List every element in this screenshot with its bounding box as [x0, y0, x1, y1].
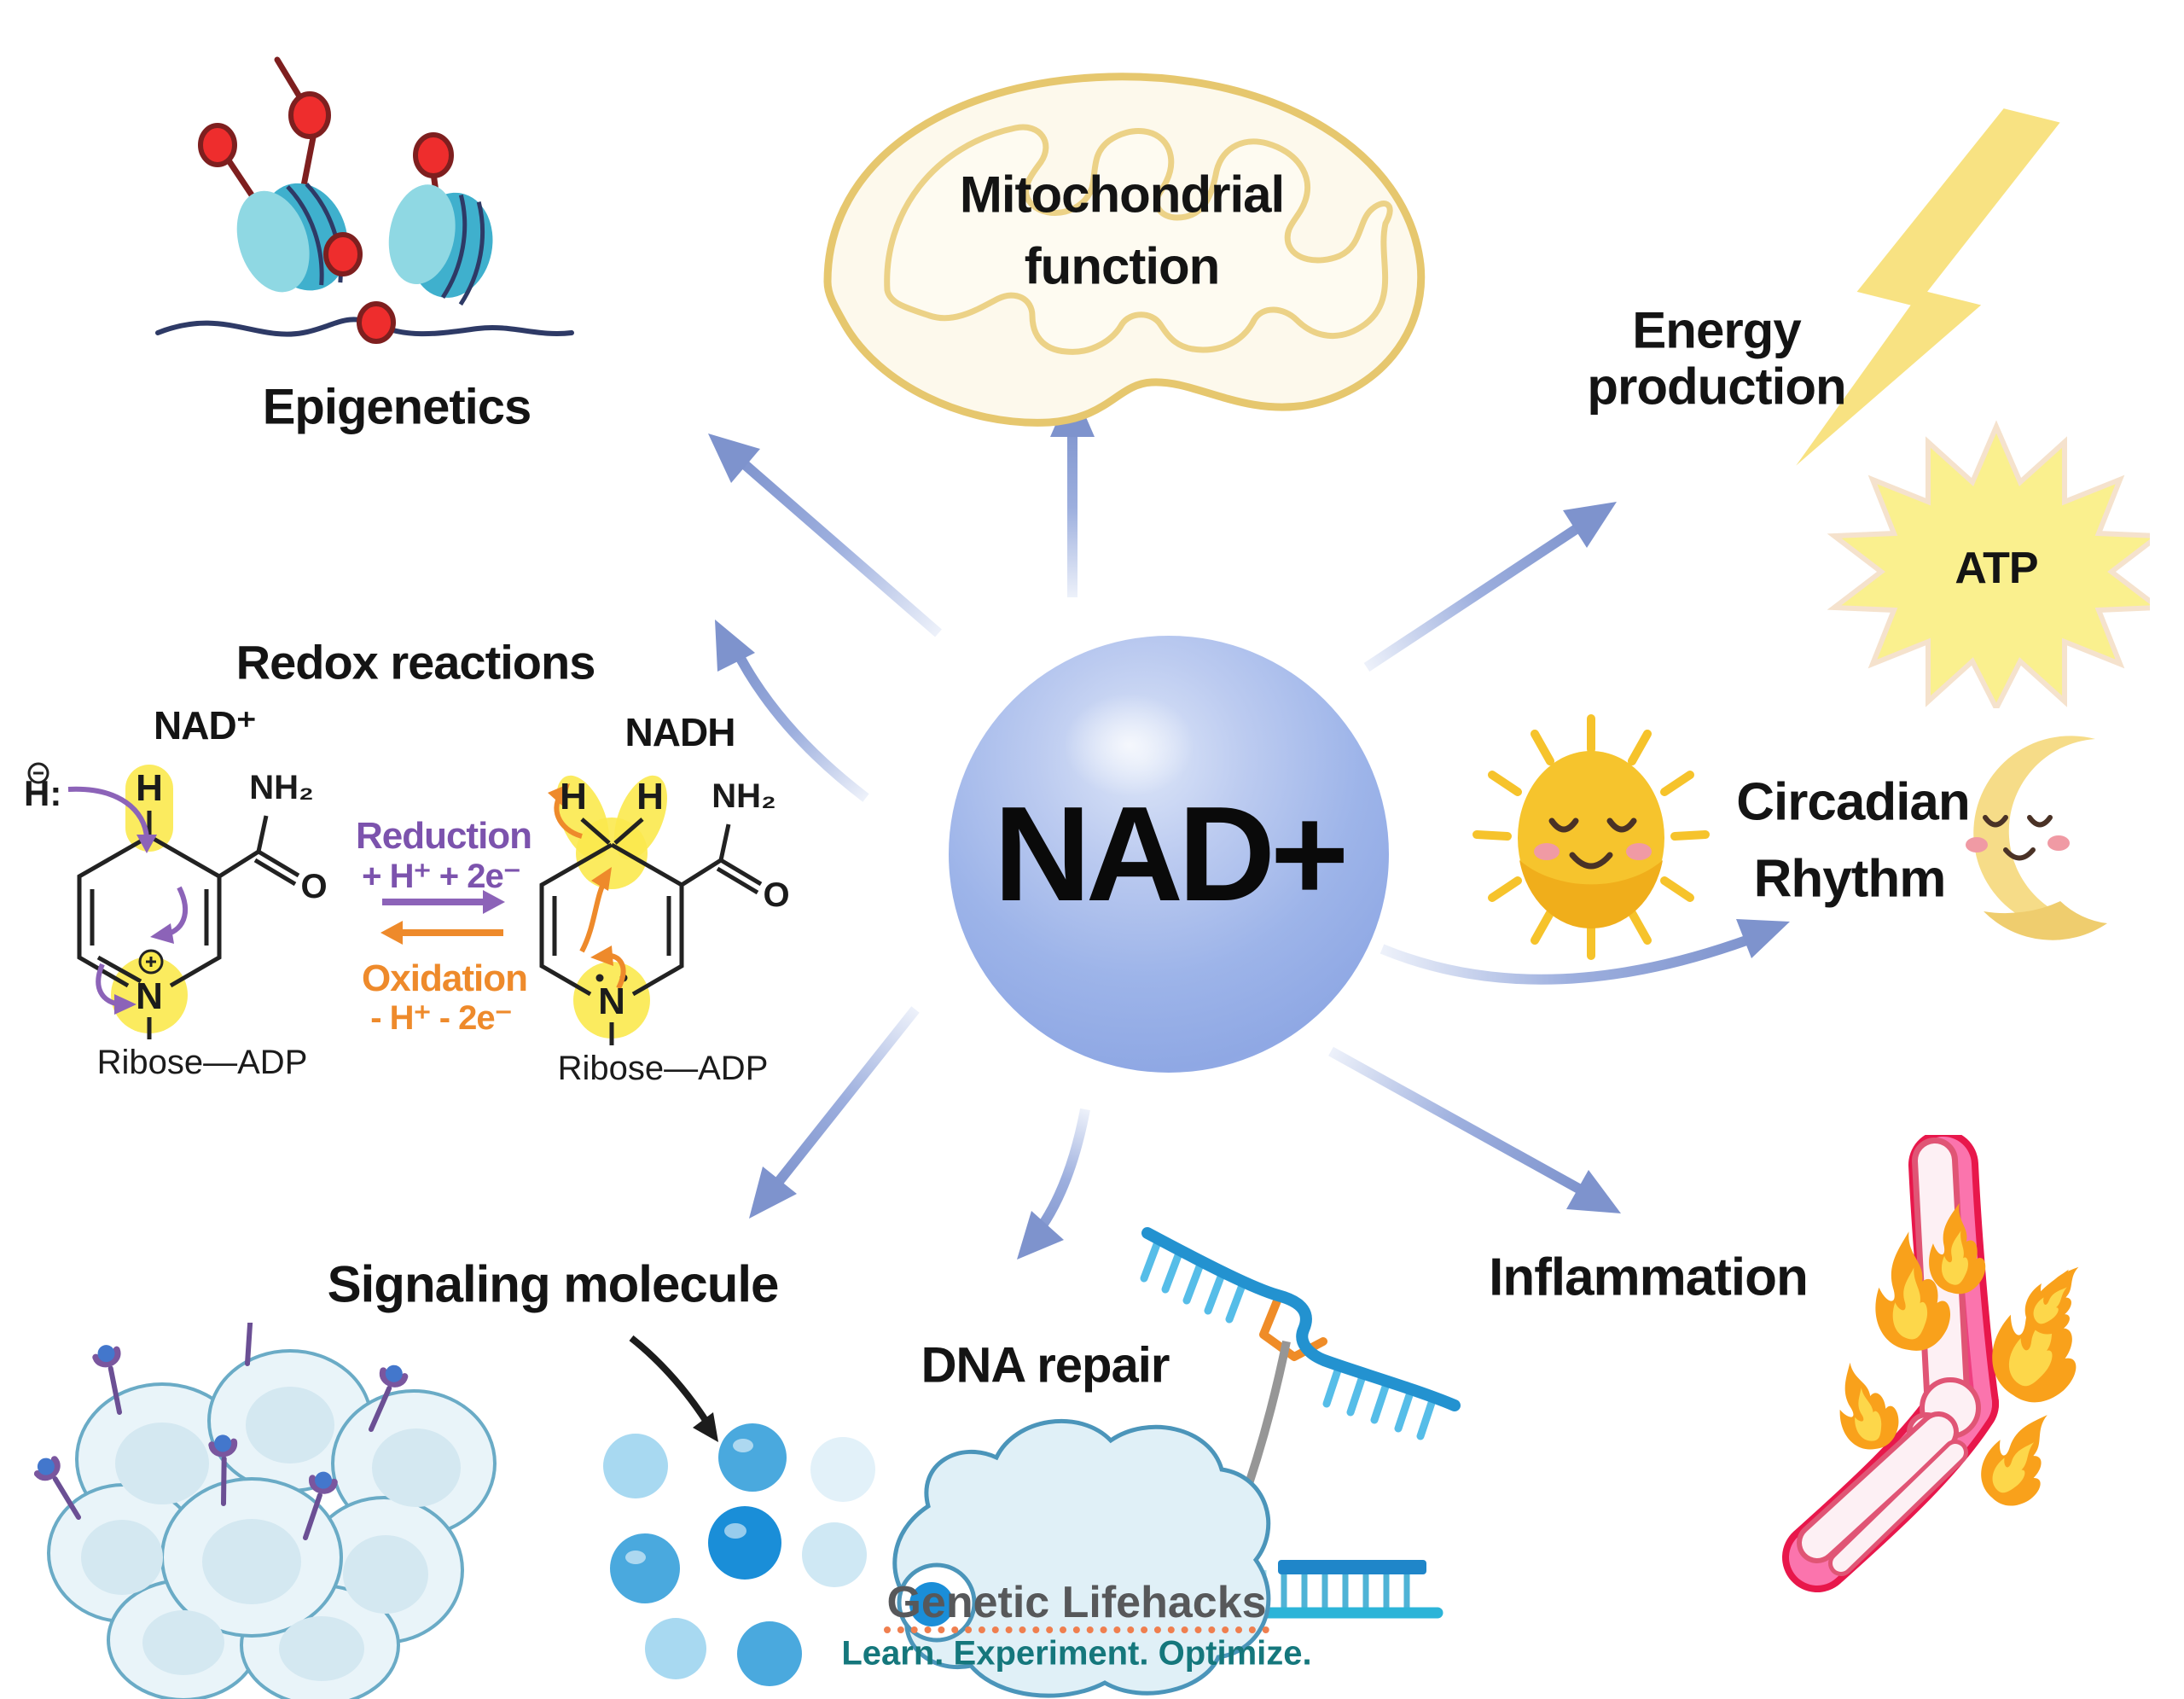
nad-ribose-label: Ribose—ADP [97, 1044, 308, 1081]
reduction-equation: + H⁺ + 2e⁻ [362, 858, 521, 895]
sphere-gloss [1063, 692, 1195, 798]
node-label-circadian-line1: Circadian [1736, 772, 1971, 832]
center-label: NAD+ [993, 778, 1350, 929]
logo-dotted-divider [884, 1626, 1269, 1633]
arrow-to-redox [715, 620, 869, 802]
nad-sphere: NAD+ [949, 636, 1389, 1073]
hydride-ion: H: [24, 762, 61, 813]
nad-structure-diagram: H: H NH₂ O N Ribose—ADP [24, 762, 328, 1081]
node-label-mitochondrial-line1: Mitochondrial [959, 166, 1285, 224]
oxidation-equation: - H⁺ - 2e⁻ [370, 999, 513, 1037]
nad-nh2-label: NH₂ [249, 769, 314, 806]
redox-structures: H: H NH₂ O N Ribose—ADP [24, 762, 790, 1087]
inflamed-joint-illustration [1782, 1135, 2102, 1592]
nad-structure-label: NAD⁺ [154, 703, 257, 748]
minus-charge-icon [27, 762, 49, 784]
sun-icon [1472, 714, 1710, 960]
node-label-epigenetics: Epigenetics [262, 379, 532, 435]
methyl-marks [198, 91, 454, 344]
node-label-inflammation: Inflammation [1489, 1248, 1809, 1307]
nadh-o-label: O [763, 876, 789, 914]
reduction-label: Reduction [355, 815, 532, 857]
nucleosome-illustration [155, 56, 574, 344]
cell-nuclei [81, 1387, 461, 1681]
electron-arrows-orange [548, 783, 626, 990]
oxidation-arrow [380, 921, 503, 945]
circadian-illustration [1472, 714, 2107, 960]
dna-damage-illustration [1140, 1227, 1461, 1440]
mitochondrion-illustration [823, 73, 1426, 427]
node-label-signaling: Signaling molecule [327, 1255, 780, 1313]
hydride-label: H: [24, 773, 61, 813]
arrow-to-energy [1363, 502, 1617, 672]
electron-arrows-purple [67, 786, 189, 1015]
nad-n-label: N [136, 975, 163, 1017]
reduction-arrow [382, 890, 505, 914]
arrow-to-inflammation [1328, 1046, 1621, 1213]
nadh-h2-label: H [636, 776, 664, 817]
nucleosome-2 [388, 184, 493, 306]
atp-starburst-icon [1827, 420, 2150, 708]
signaling-molecules-illustration [603, 1423, 875, 1686]
redox-title: Redox reactions [235, 635, 596, 689]
arrow-to-circadian [1380, 919, 1790, 985]
atp-label: ATP [1955, 544, 2038, 593]
node-label-energy-line2: production [1587, 358, 1846, 416]
lightning-bolt-icon [1796, 108, 2060, 466]
nadh-n-label: N [598, 980, 625, 1022]
node-label-energy-line1: Energy [1632, 301, 1801, 359]
nad-h-label: H [136, 767, 163, 809]
logo-title: Genetic Lifehacks [886, 1578, 1267, 1627]
nadh-structure-diagram: H H NH₂ O N Ribose—ADP [539, 775, 790, 1087]
arrow-to-signaling [749, 1006, 920, 1219]
nadh-ribose-label: Ribose—ADP [558, 1050, 769, 1087]
moon-icon [1966, 736, 2107, 940]
arrow-to-epigenetics [708, 433, 942, 637]
nadh-h1-label: H [560, 776, 587, 817]
node-label-dna-repair: DNA repair [921, 1337, 1170, 1394]
nadh-nh2-label: NH₂ [712, 777, 776, 815]
signaling-pointer-arrow [629, 1335, 718, 1442]
energy-illustration [1796, 108, 2150, 708]
node-label-circadian-line2: Rhythm [1753, 849, 1947, 909]
node-label-mitochondrial-line2: function [1024, 237, 1221, 295]
logo-tagline: Learn. Experiment. Optimize. [841, 1634, 1312, 1673]
nad-o-label: O [300, 868, 327, 905]
oxidation-label: Oxidation [362, 957, 528, 999]
nadh-structure-label: NADH [624, 710, 736, 754]
arrow-to-dna-repair [1017, 1108, 1090, 1260]
